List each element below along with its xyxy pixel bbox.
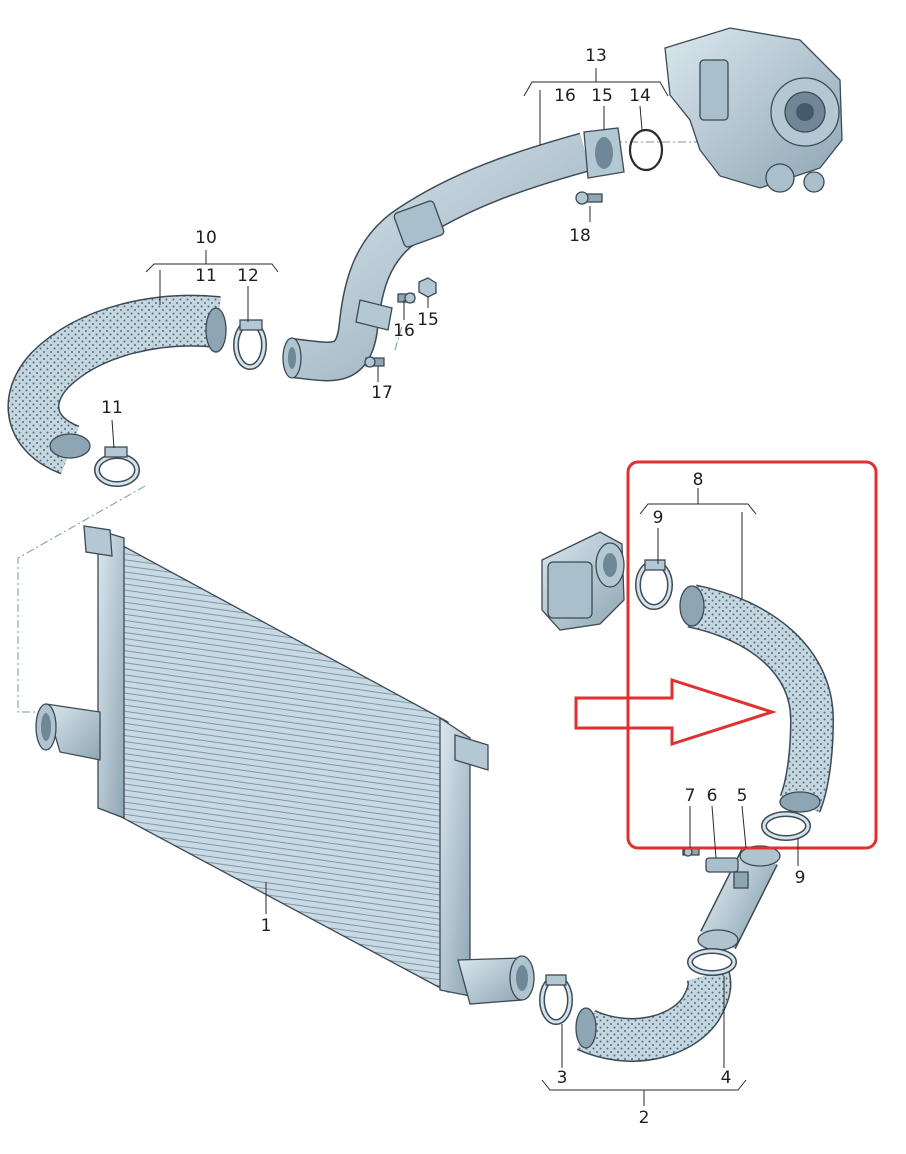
- label-6: 6: [707, 786, 718, 806]
- pressure-sensor-6: [705, 857, 749, 889]
- assembly-line-left: [17, 485, 146, 713]
- hose-clamp-12: [233, 319, 267, 370]
- hose-clamp-4: [687, 948, 737, 976]
- nut-15: [418, 277, 437, 298]
- label-11-top: 11: [195, 266, 217, 286]
- bracket-10: [145, 263, 279, 273]
- seal-ring-14: [628, 128, 664, 172]
- label-2: 2: [639, 1108, 650, 1128]
- charge-air-hose-upper: [7, 294, 227, 475]
- label-13: 13: [585, 46, 607, 66]
- leader-lines: [111, 68, 799, 1106]
- bracket-2: [541, 1079, 747, 1091]
- charge-air-hose-lower: [575, 968, 732, 1062]
- hose-clamp-11: [94, 446, 140, 487]
- screw-7: [682, 847, 700, 857]
- assembly-line-mid: [394, 325, 403, 351]
- throttle-body: [541, 531, 625, 631]
- label-5: 5: [737, 786, 748, 806]
- label-10: 10: [195, 228, 217, 248]
- bolt-18: [575, 191, 603, 205]
- highlight-box: [626, 460, 878, 850]
- charge-air-hose-8: [679, 584, 835, 813]
- bolt-17: [364, 356, 385, 368]
- label-3: 3: [557, 1068, 568, 1088]
- bolt-16: [397, 292, 416, 304]
- label-16-mid: 16: [393, 321, 415, 341]
- label-12: 12: [237, 266, 259, 286]
- label-7: 7: [685, 786, 696, 806]
- hose-clamp-9-upper: [635, 559, 673, 610]
- label-18: 18: [569, 226, 591, 246]
- label-9-lower: 9: [795, 868, 806, 888]
- label-15-top: 15: [591, 86, 613, 106]
- label-8: 8: [693, 470, 704, 490]
- turbocharger: [664, 27, 843, 193]
- label-4: 4: [721, 1068, 732, 1088]
- label-17: 17: [371, 383, 393, 403]
- highlight-arrow: [574, 677, 777, 747]
- label-1: 1: [261, 916, 272, 936]
- hose-clamp-3: [539, 974, 573, 1025]
- label-11-lower: 11: [101, 398, 123, 418]
- label-16-top: 16: [554, 86, 576, 106]
- charge-pipe-5: [697, 845, 781, 951]
- charge-air-pipe: [282, 127, 625, 382]
- label-15-mid: 15: [417, 310, 439, 330]
- hose-clamp-9-lower: [761, 811, 811, 841]
- label-9-upper: 9: [653, 508, 664, 528]
- label-14: 14: [629, 86, 651, 106]
- intercooler: [35, 525, 535, 1005]
